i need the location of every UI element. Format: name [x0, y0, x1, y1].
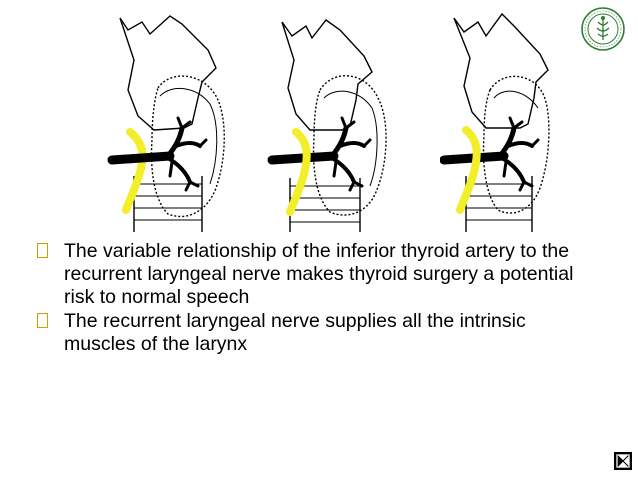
- bullet-marker-icon: [37, 313, 48, 328]
- artery-2: [267, 116, 372, 192]
- bullet-list: The variable relationship of the inferio…: [34, 240, 594, 357]
- nerve-2: [286, 128, 311, 216]
- nerve-3: [456, 126, 481, 214]
- university-seal-icon: [581, 7, 625, 51]
- illustration-nerve-in-front-of-artery: [267, 19, 387, 232]
- bullet-marker-icon: [37, 243, 48, 258]
- bullet-item: The variable relationship of the inferio…: [34, 240, 594, 309]
- bullet-text: The recurrent laryngeal nerve supplies a…: [64, 310, 526, 355]
- illustration-nerve-between-branches: [440, 12, 550, 232]
- bullet-text: The variable relationship of the inferio…: [64, 240, 574, 308]
- bullet-item: The recurrent laryngeal nerve supplies a…: [34, 310, 594, 356]
- nerve-1: [122, 128, 147, 214]
- illustration-nerve-behind-artery: [107, 15, 225, 232]
- artery-1: [107, 116, 208, 192]
- artery-3: [440, 151, 534, 192]
- end-show-icon[interactable]: [614, 452, 632, 470]
